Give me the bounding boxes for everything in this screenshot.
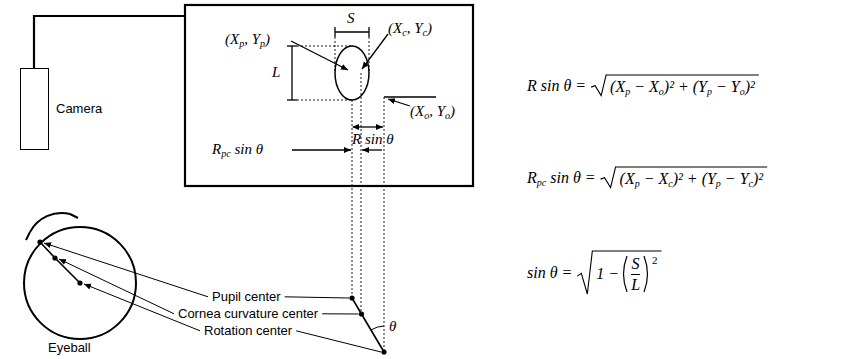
right-paren [642, 254, 651, 294]
paren-stroke [624, 256, 628, 292]
equation-lhs: sin θ = [527, 264, 572, 282]
point-label: (Xp, Yp) [225, 31, 270, 48]
equation-lhs: R sin θ = [527, 77, 586, 95]
leader-line [322, 313, 358, 314]
point-label: (Xo, Yo) [410, 103, 455, 120]
equation: sin θ =1 −SL2 [527, 250, 660, 295]
dimension-label: L [272, 64, 280, 81]
dimension-label: R sin θ [352, 131, 394, 148]
equation: Rpc sin θ = (Xp − Xc)² + (Yp − Yc)² [527, 166, 765, 189]
dimension-label: Rpc sin θ [212, 141, 263, 158]
part-label: Cornea curvature center [178, 306, 318, 322]
radicand: (Xp − Xo)² + (Yp − Yo)² [608, 74, 757, 97]
camera-body [20, 68, 49, 150]
paren-stroke [644, 256, 648, 292]
eyeball-outline [23, 226, 137, 340]
part-label: Pupil center [212, 289, 281, 305]
camera-label: Camera [56, 101, 102, 117]
equation: R sin θ = (Xp − Xo)² + (Yp − Yo)² [527, 74, 757, 97]
radical-sign [591, 75, 759, 96]
radical-sign [577, 251, 661, 294]
denominator: L [631, 276, 640, 294]
exponent: 2 [652, 254, 658, 266]
fraction-bar [631, 274, 640, 275]
radicand: (Xp − Xc)² + (Yp − Yc)² [618, 166, 766, 189]
numerator: S [632, 255, 640, 273]
radicand-text: (Xp − Xc)² + (Yp − Yc)² [620, 170, 764, 188]
fraction: SL [631, 255, 640, 293]
leader-line [296, 331, 381, 352]
camera-node: Camera [20, 68, 120, 150]
radical-sign [601, 167, 768, 188]
eyeball-label: Eyeball [48, 340, 91, 356]
radicand: 1 −SL2 [594, 250, 659, 295]
equation-lhs: Rpc sin θ = [527, 169, 596, 187]
leader-line [59, 259, 174, 314]
leader-line [285, 297, 349, 298]
radicand-text: (Xp − Xo)² + (Yp − Yo)² [610, 78, 755, 96]
left-paren [620, 254, 629, 294]
dimension-label: S [347, 10, 355, 27]
radicand-text: 1 − [596, 265, 619, 283]
point-label: (Xc, Yc) [388, 20, 432, 37]
angle-label: θ [389, 318, 396, 335]
part-label: Rotation center [204, 323, 292, 339]
eyeball-node: Eyeball [23, 226, 137, 340]
eyeball-circle [24, 227, 136, 339]
